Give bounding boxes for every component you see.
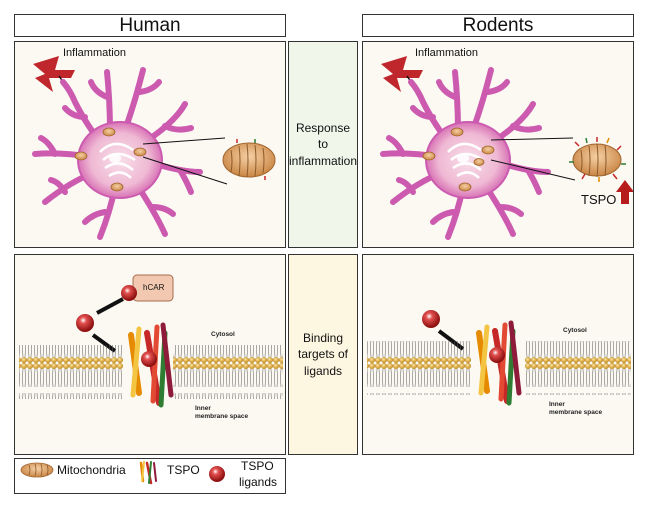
rodents-membrane-drawing [367, 310, 631, 406]
human-header: Human [14, 14, 286, 37]
ligand-icon [76, 314, 94, 332]
rodents-tspo-label: TSPO [581, 192, 617, 207]
ligand-icon [422, 310, 440, 328]
hcar-label: hCAR [143, 283, 165, 292]
human-membrane-panel: hCAR Cytosol Inner membrane space [14, 254, 286, 455]
membrane-right [525, 341, 631, 395]
rodents-microglia-panel: Inflammation TSPO [362, 41, 634, 248]
membrane-left [367, 341, 471, 395]
response-to-inflammation-box: Response to inflammation [288, 41, 358, 248]
membrane-right [173, 345, 283, 399]
tspo-markers-human [236, 139, 266, 180]
binding-line-2: targets of [297, 347, 349, 362]
ligand-icon [489, 347, 505, 363]
lightning-icon [33, 56, 75, 92]
tspo-up-arrow-icon [616, 180, 633, 204]
lightning-icon [381, 56, 423, 92]
response-line-3: inflammation [288, 153, 358, 168]
mitochondria-icon [20, 462, 54, 478]
rodents-header-text: Rodents [462, 14, 534, 36]
binding-line-3: ligands [303, 363, 343, 378]
rodents-inner-label-2: membrane space [549, 409, 603, 416]
rodents-cytosol-label: Cytosol [563, 327, 587, 334]
response-line-2: to [317, 137, 328, 152]
legend-mitochondria-label: Mitochondria [57, 463, 126, 477]
human-microglia-panel: Inflammation [14, 41, 286, 248]
legend-tspo-label: TSPO [167, 463, 200, 477]
binding-line-1: Binding [302, 331, 344, 346]
human-inner-label-1: Inner [195, 405, 211, 412]
rodents-inner-label-1: Inner [549, 401, 565, 408]
tspo-protein [128, 322, 174, 408]
legend: Mitochondria TSPO TSPO ligands [14, 458, 286, 494]
rodents-header: Rodents [362, 14, 634, 37]
tspo-markers-rodent [569, 137, 626, 182]
ligand-icon [141, 351, 157, 367]
tspo-ligand-icon [209, 466, 225, 482]
human-microglia-drawing [32, 56, 276, 240]
ligand-icon [121, 285, 137, 301]
human-inflammation-label: Inflammation [63, 47, 126, 59]
human-inner-label-2: membrane space [195, 413, 249, 420]
human-membrane-drawing [19, 274, 283, 408]
rodents-microglia-drawing [380, 56, 633, 240]
response-line-1: Response [295, 121, 351, 136]
binding-targets-box: Binding targets of ligands [288, 254, 358, 455]
membrane-left [19, 345, 123, 399]
human-header-text: Human [119, 14, 181, 36]
tspo-icon [139, 461, 157, 485]
legend-ligands-label-1: TSPO [241, 459, 274, 473]
human-cytosol-label: Cytosol [211, 331, 235, 338]
legend-ligands-label-2: ligands [239, 475, 278, 489]
rodents-membrane-panel: Cytosol Inner membrane space [362, 254, 634, 455]
tspo-protein [476, 320, 522, 406]
rodents-inflammation-label: Inflammation [415, 47, 478, 59]
